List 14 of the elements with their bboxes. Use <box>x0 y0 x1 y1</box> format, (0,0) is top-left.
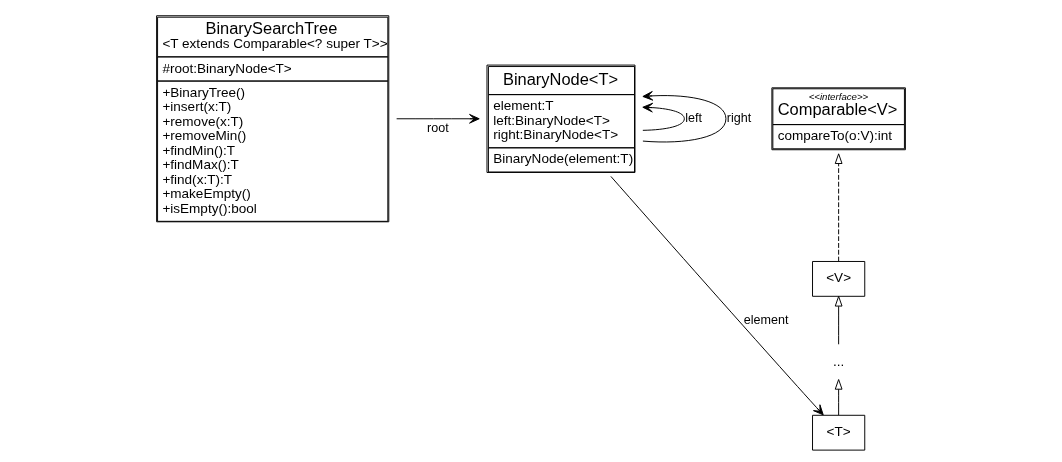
node-box: <V> <box>812 261 866 297</box>
node-text: ... <box>833 353 845 369</box>
arrow <box>834 153 843 262</box>
arrow <box>396 113 480 124</box>
arrow <box>642 91 727 143</box>
edge-label: element <box>743 312 789 327</box>
arrow <box>642 102 685 131</box>
arrow <box>834 379 843 416</box>
node-box: <T> <box>812 414 866 451</box>
arrow <box>834 295 843 345</box>
edge-label: right <box>726 111 752 126</box>
arrow <box>610 175 824 416</box>
edge-label: left <box>685 111 702 126</box>
edge-label: root <box>427 120 449 135</box>
